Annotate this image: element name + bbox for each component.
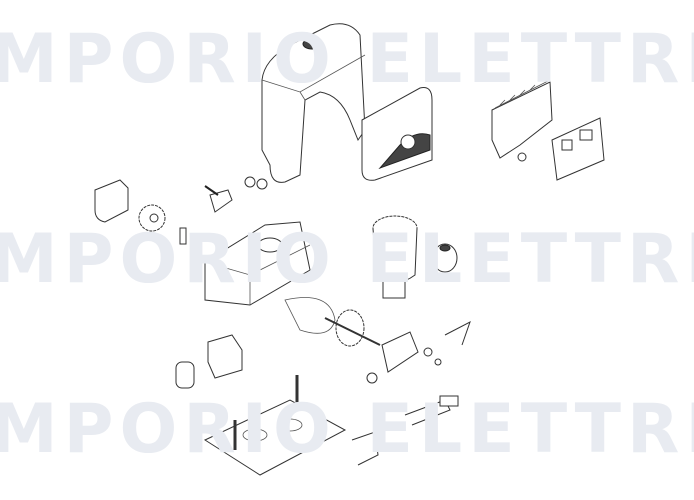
side-cover: [361, 87, 433, 181]
motor-end-cap: [432, 243, 458, 273]
main-cover: [261, 23, 366, 183]
capacitor: [175, 361, 195, 389]
cable-clamps: [244, 176, 268, 190]
control-board: [551, 117, 605, 181]
gear-cover: [94, 179, 129, 223]
motor-stator: [372, 215, 418, 299]
small-clip: [179, 227, 187, 245]
limit-cam-left: [351, 431, 379, 466]
limit-cam-right: [404, 395, 459, 426]
control-board-bracket: [491, 79, 553, 162]
encoder-bracket: [366, 331, 419, 384]
gearbox-housing: [204, 221, 311, 306]
pinion-gear: [138, 204, 166, 232]
gasket: [284, 297, 336, 334]
rotor: [324, 309, 381, 347]
release-key: [204, 185, 233, 213]
transformer: [207, 334, 243, 379]
limit-switch: [423, 320, 471, 366]
foundation-plate: [203, 375, 347, 476]
